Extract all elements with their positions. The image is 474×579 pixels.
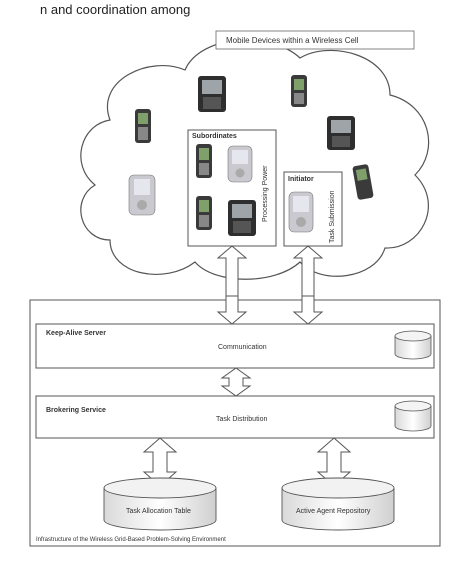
brokering-panel: [35, 395, 435, 439]
flip-phone-icon: [352, 164, 374, 200]
brokering-body: Task Distribution: [216, 416, 267, 423]
task-allocation-table-label: Task Allocation Table: [126, 508, 191, 515]
database-icon-2: [394, 400, 432, 432]
agent-repository-label: Active Agent Repository: [296, 508, 371, 515]
keep-alive-body: Communication: [218, 344, 267, 351]
pda-icon-2: [227, 145, 253, 183]
pda-icon-3: [288, 191, 314, 233]
initiator-title: Initiator: [288, 176, 314, 183]
cloud-label-box: [215, 30, 415, 50]
agent-repository-cylinder: [281, 477, 395, 531]
initiator-vertical-label: Task Submission: [329, 190, 336, 243]
database-icon: [394, 330, 432, 360]
smartphone-dark-icon-2: [327, 116, 355, 150]
infrastructure-footer: Infrastructure of the Wireless Grid-Base…: [36, 537, 226, 543]
phone-icon-4: [196, 196, 212, 230]
cloud-label: Mobile Devices within a Wireless Cell: [226, 36, 359, 45]
phone-icon-3: [196, 144, 212, 178]
subordinates-vertical-label: Processing Power: [262, 165, 269, 222]
arrow-overlay: [216, 295, 324, 325]
phone-icon: [135, 109, 151, 143]
phone-icon-2: [291, 75, 307, 107]
smartphone-dark-icon: [198, 76, 226, 112]
caption-fragment: n and coordination among: [40, 2, 190, 17]
pda-icon: [128, 174, 156, 216]
smartphone-dark-icon-3: [228, 200, 256, 236]
subordinates-title: Subordinates: [192, 133, 237, 140]
keep-alive-panel: [35, 323, 435, 369]
keep-alive-title: Keep-Alive Server: [46, 330, 106, 337]
brokering-title: Brokering Service: [46, 407, 106, 414]
task-allocation-table-cylinder: [103, 477, 217, 531]
